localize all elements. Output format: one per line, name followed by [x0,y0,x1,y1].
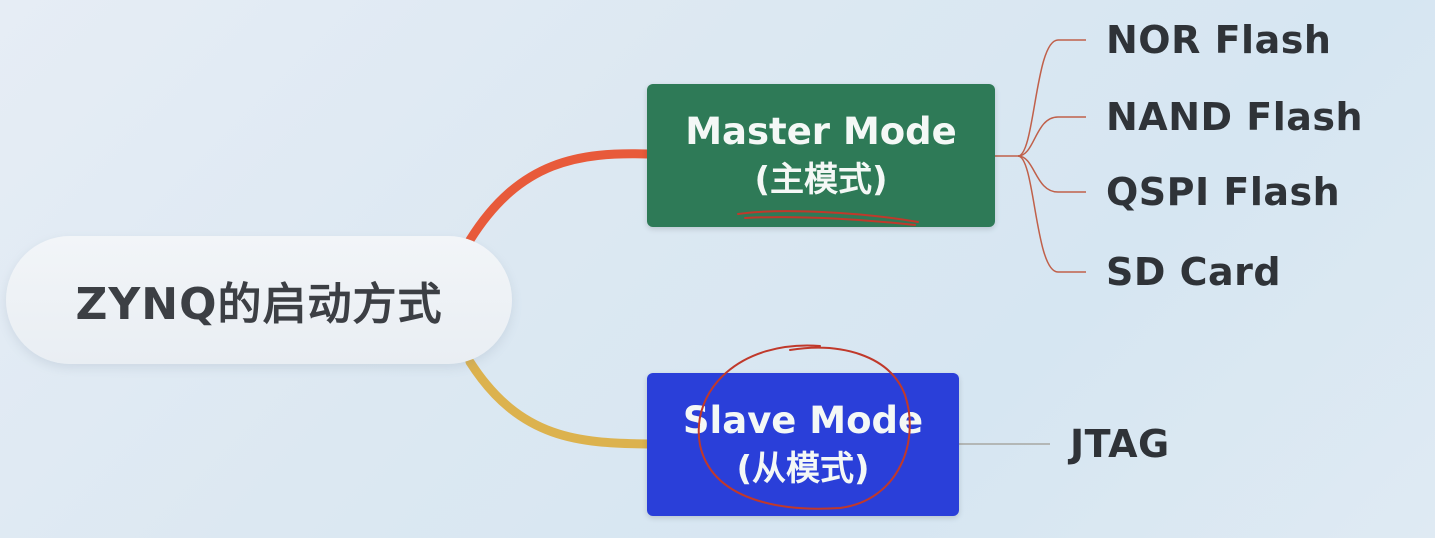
root-node: ZYNQ的启动方式 [6,236,512,364]
slave-mode-subtitle: (从模式) [736,448,870,489]
slave-branch-line [465,357,653,449]
leaf-sd-card: SD Card [1106,250,1282,294]
leaf-line-sd [1017,155,1086,273]
master-mode-node: Master Mode (主模式) [647,84,995,227]
leaf-nor-flash: NOR Flash [1106,18,1332,62]
leaf-nand-flash: NAND Flash [1106,95,1364,139]
slave-mode-title: Slave Mode [682,398,924,442]
leaf-jtag: JTAG [1070,422,1170,466]
leaf-qspi-flash: QSPI Flash [1106,170,1341,214]
master-mode-title: Master Mode [685,109,957,153]
master-branch-line [465,149,653,245]
leaf-line-nand [1017,116,1086,157]
leaf-line-nor [995,39,1086,157]
root-label: ZYNQ的启动方式 [75,279,443,330]
slave-mode-node: Slave Mode (从模式) [647,373,959,516]
leaf-line-qspi [1017,155,1086,193]
master-mode-subtitle: (主模式) [754,159,888,200]
